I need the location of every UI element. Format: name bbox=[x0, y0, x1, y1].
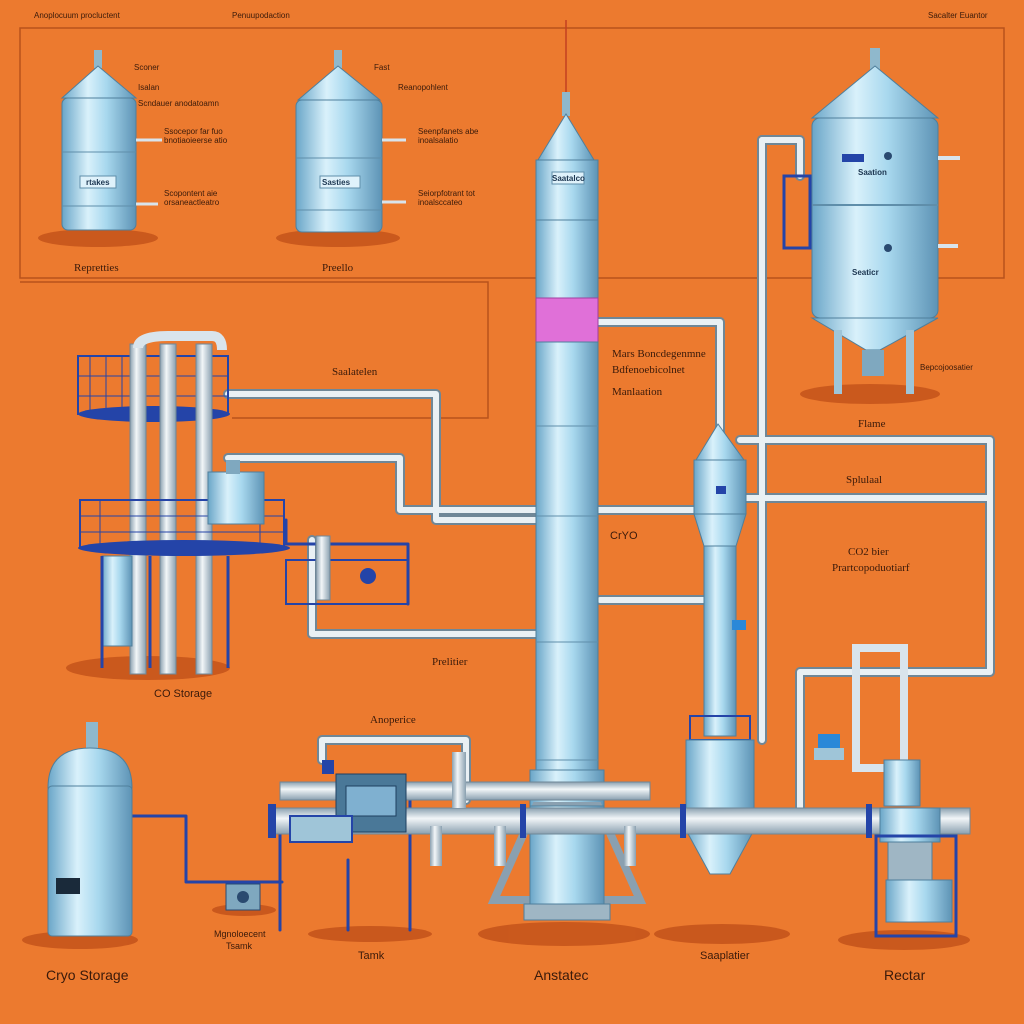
caption-tank: Tamk bbox=[358, 950, 385, 962]
label-splual: Splulaal bbox=[846, 474, 883, 486]
big-tank-side-label: Bepcojoosatier bbox=[920, 363, 973, 372]
label-mass: Mars Boncdegenmne bbox=[612, 348, 706, 360]
tank2-callout-1: Reanopohlent bbox=[398, 83, 448, 92]
tank2-callout-0: Fast bbox=[374, 63, 390, 72]
big-tank-plate-2: Seaticr bbox=[852, 268, 879, 277]
pump-assembly bbox=[289, 752, 466, 843]
tank1-plate: rtakes bbox=[86, 178, 110, 187]
tank1-callout-0: Sconer bbox=[134, 63, 160, 72]
label-co2-a: CO2 bier bbox=[848, 546, 889, 558]
big-tank-plate-1: Saation bbox=[858, 168, 887, 177]
caption-saaplatier: Saaplatier bbox=[700, 950, 750, 962]
tank2-callout-3: Seiorpfotrant tot inoalsccateo bbox=[418, 189, 475, 207]
frame-lines bbox=[19, 27, 1005, 419]
cryo-tank bbox=[47, 722, 133, 937]
reactor bbox=[814, 644, 958, 938]
label-separation: Saalatelen bbox=[332, 366, 378, 378]
caption-anstatec: Anstatec bbox=[534, 967, 589, 983]
tank1-callout-1: Isalan bbox=[138, 83, 160, 92]
header-right: Sacalter Euantor bbox=[928, 11, 988, 20]
valve-skid bbox=[285, 535, 409, 605]
tank1-callout-4: Scopontent aie orsaneactleatro bbox=[164, 189, 220, 207]
main-column bbox=[487, 20, 647, 921]
separator-column bbox=[685, 423, 755, 875]
label-detail: Bdfenoebicolnet bbox=[612, 364, 685, 376]
big-tank bbox=[782, 48, 960, 394]
label-anoperice: Anoperice bbox=[370, 714, 416, 726]
tank1-callout-2: Scndauer anodatoamn bbox=[138, 99, 219, 108]
column-plate: Saatalco bbox=[552, 174, 585, 183]
label-prelitier: Prelitier bbox=[432, 656, 468, 668]
label-cryo: CrYO bbox=[610, 530, 638, 542]
big-tank-caption: Flame bbox=[858, 418, 886, 430]
tank-2 bbox=[295, 50, 406, 233]
caption-cryo-storage: Cryo Storage bbox=[46, 967, 129, 983]
tank2-plate: Sasties bbox=[322, 178, 351, 187]
tank1-callout-3: Ssocepor far fuo bnotiaoieerse atio bbox=[164, 127, 228, 145]
header-left: Anoplocuum procluctent bbox=[34, 11, 120, 20]
tank1-caption: Repretties bbox=[74, 262, 119, 274]
label-maintain: Manlaation bbox=[612, 386, 663, 398]
caption-mgnoloecent-1: Mgnoloecent bbox=[214, 929, 266, 939]
small-motor bbox=[225, 883, 261, 911]
tank-1 bbox=[60, 50, 162, 231]
tank2-caption: Preello bbox=[322, 262, 354, 274]
label-co2-b: Prartcopoduotiarf bbox=[832, 562, 910, 574]
caption-rectar: Rectar bbox=[884, 967, 926, 983]
tank2-callout-2: Seenpfanets abe inoalsalatio bbox=[418, 127, 479, 145]
label-co-storage: CO Storage bbox=[154, 688, 213, 700]
header-center: Penuupodaction bbox=[232, 11, 290, 20]
caption-mgnoloecent-2: Tsamk bbox=[226, 941, 253, 951]
process-tower-left bbox=[77, 331, 290, 675]
